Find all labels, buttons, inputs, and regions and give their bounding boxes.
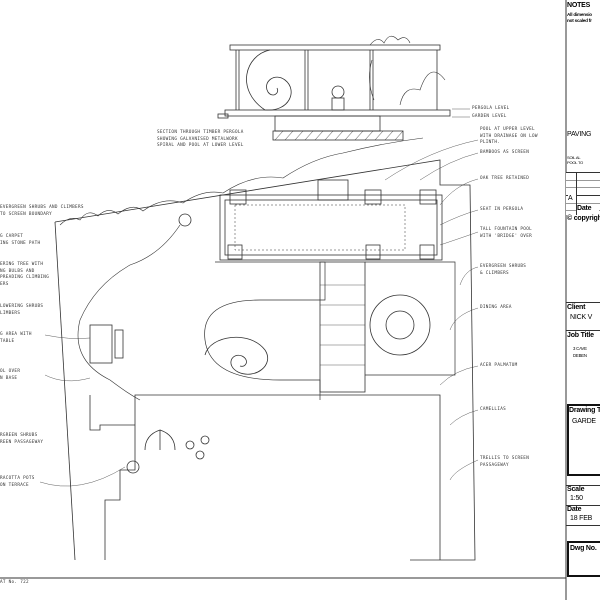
soil-note: SOIL AL POOL TO (567, 155, 584, 165)
annotation-pool: POOL AT UPPER LEVEL WITH DRAINAGE ON LOW… (480, 127, 538, 145)
annotation-seating: G AREA WITH TABLE (0, 332, 32, 344)
annotation-fountain: TALL FOUNTAIN POOL WITH 'BRIDGE' OVER (480, 227, 532, 239)
annotation-trellis: TRELLIS TO SCREEN PASSAGEWAY (480, 456, 530, 468)
client-name: NICK V (570, 314, 593, 321)
divider (566, 302, 600, 303)
paved-path (319, 261, 366, 393)
divider (566, 505, 600, 506)
footer-reference: AT No. 722 (0, 580, 29, 585)
annotation-camellias: CAMELLIAS (480, 407, 506, 412)
annotation-evergreen: EVERGREEN SHRUBS & CLIMBERS (480, 264, 527, 276)
annotation-pool-base: OL OVER N BASE (0, 369, 21, 381)
divider (566, 525, 600, 526)
divider (566, 485, 600, 486)
annotation-pots: RACOTTA POTS ON TERRACE (0, 476, 35, 488)
date-column-heading: Date (577, 205, 599, 213)
doors (144, 429, 176, 451)
annotation-seat: SEAT IN PERGOLA (480, 207, 524, 212)
drawing-title: GARDE (572, 418, 596, 425)
notes-text: All dimensio not scaled fr (567, 12, 592, 23)
scale-heading: Scale (567, 486, 585, 493)
lawn-outline (204, 261, 456, 400)
annotation-passageway: RGREEN SHRUBS REEN PASSAGEWAY (0, 433, 44, 445)
job-title-heading: Job Title (567, 332, 594, 339)
annotation-dining: DINING AREA (480, 305, 512, 310)
annotation-boundary: EVERGREEN SHRUBS AND CLIMBERS TO SCREEN … (0, 205, 84, 217)
pergola-section (217, 35, 470, 141)
seating-area (89, 324, 113, 364)
spiral-path (204, 336, 268, 375)
job-title: 3 CAVE DEBEN (573, 346, 587, 358)
urn (178, 213, 192, 227)
annotation-tree: ERING TREE WITH NG BULBS AND PREADING CL… (0, 262, 50, 287)
drawing-title-heading: Drawing Ti (569, 407, 600, 414)
annotation-bamboos: BAMBOOS AS SCREEN (480, 150, 530, 155)
site-boundary (54, 159, 476, 561)
house-outline (89, 394, 441, 560)
drawing-title-box (567, 404, 600, 476)
leader-lines (39, 139, 479, 487)
metal-spiral (246, 49, 292, 111)
terracotta-pot (126, 460, 140, 474)
date-heading: Date (567, 506, 582, 513)
annotation-shrubs: LOWERING SHRUBS LIMBERS (0, 304, 44, 316)
annotation-path: G CARPET ING STONE PATH (0, 234, 41, 246)
copyright: © copyright (567, 215, 600, 222)
stepping-stone-path-edge (77, 224, 181, 401)
scale-value: 1:50 (570, 495, 583, 502)
paving-note: PAVING (567, 131, 592, 138)
pergola-level-label: PERGOLA LEVEL (472, 106, 510, 111)
client-heading: Client (567, 304, 586, 311)
dining-area-circle (369, 294, 431, 356)
revision-letter: A (568, 195, 576, 203)
pergola-plan (219, 179, 443, 261)
garden-level-label: GARDEN LEVEL (472, 114, 507, 119)
planting-bed-top (59, 137, 424, 226)
notes-heading: NOTES (567, 2, 591, 9)
annotation-acer: ACER PALMATUM (480, 363, 518, 368)
date-value: 18 FEB (570, 515, 593, 522)
divider (566, 330, 600, 331)
drawing-number-box (567, 541, 600, 577)
annotation-oak: OAK TREE RETAINED (480, 176, 530, 181)
drawing-number-heading: Dwg No. (570, 545, 597, 552)
section-caption: SECTION THROUGH TIMBER PERGOLA SHOWING G… (157, 130, 244, 148)
